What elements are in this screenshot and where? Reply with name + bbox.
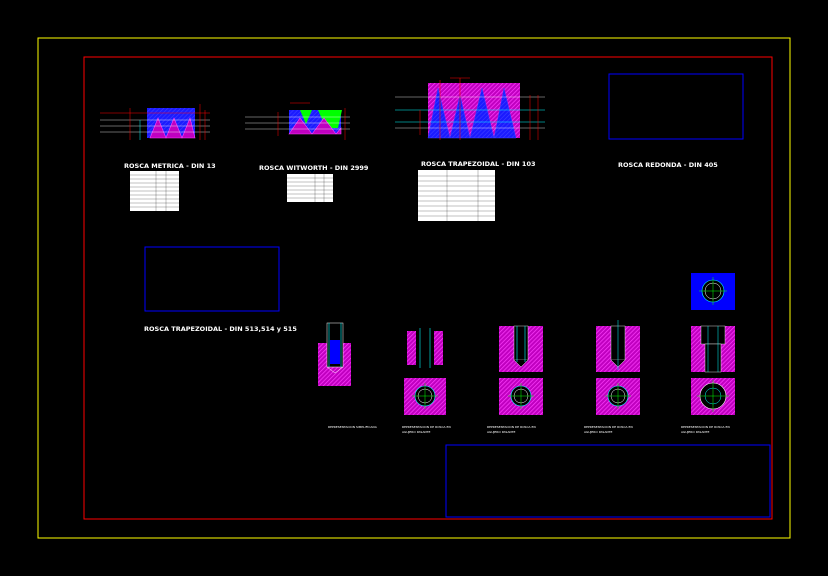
- representation-4: [691, 273, 735, 415]
- inner-frame: [83, 56, 773, 520]
- representation-2: [499, 325, 543, 415]
- trapezoidal-513-placeholder: [144, 246, 280, 312]
- label-rep-3-line1: REPRESENTACION DE ROSCA EN: [584, 425, 633, 429]
- metric-thread-detail: [100, 104, 210, 140]
- simplified-representation: [318, 322, 351, 386]
- round-405-placeholder: [608, 73, 744, 140]
- trapezoidal-103-table: [418, 170, 495, 221]
- label-metric: ROSCA METRICA - DIN 13: [124, 162, 216, 170]
- label-simplified: REPRESENTACION SIMPLIFICADA: [328, 425, 378, 429]
- metric-table: [130, 171, 179, 211]
- label-rep-4-line1: REPRESENTACION DE ROSCA EN: [681, 425, 730, 429]
- label-rep-2-line1: REPRESENTACION DE ROSCA EN: [487, 425, 536, 429]
- label-rep-2-line2: AGUJERO PASANTE: [487, 430, 515, 434]
- whitworth-thread-detail: [245, 102, 350, 140]
- label-whitworth: ROSCA WITWORTH - DIN 2999: [259, 164, 369, 172]
- representation-3: [596, 320, 640, 415]
- label-rep-3-line2: AGUJERO PASANTE: [584, 430, 612, 434]
- label-trapezoidal-103: ROSCA TRAPEZOIDAL - DIN 103: [421, 160, 535, 168]
- label-rep-1-line2: AGUJERO PASANTE: [402, 430, 430, 434]
- title-block: [445, 444, 771, 518]
- label-round-405: ROSCA REDONDA - DIN 405: [618, 161, 718, 169]
- trapezoidal-103-thread-detail: [395, 77, 545, 140]
- label-rep-4-line2: AGUJERO PASANTE: [681, 430, 709, 434]
- whitworth-table: [287, 174, 333, 202]
- label-rep-1-line1: REPRESENTACION DE ROSCA EN: [402, 425, 451, 429]
- representation-1: [404, 328, 446, 415]
- label-trapezoidal-513: ROSCA TRAPEZOIDAL - DIN 513,514 y 515: [144, 325, 297, 333]
- outer-frame: [37, 37, 791, 539]
